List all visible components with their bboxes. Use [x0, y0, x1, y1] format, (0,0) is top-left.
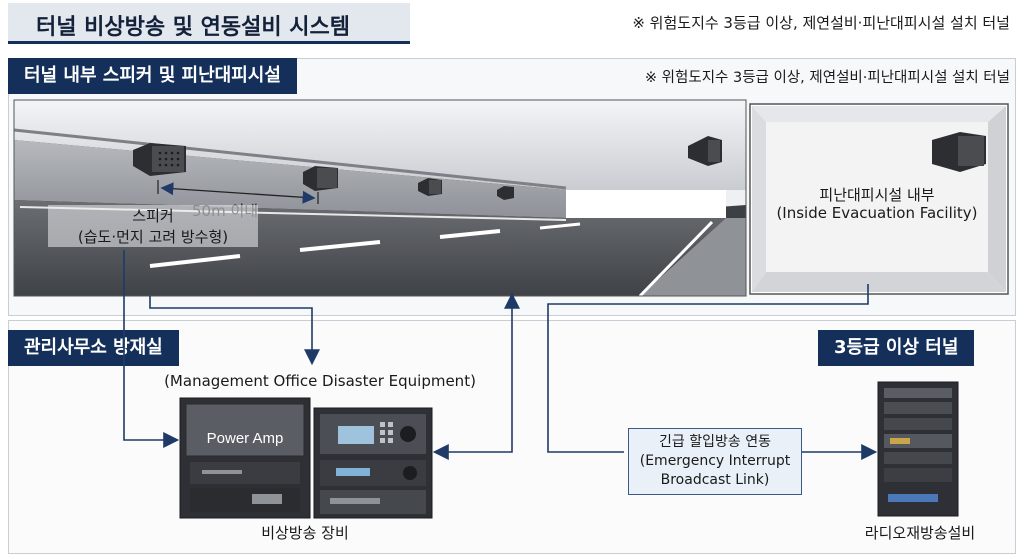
power-amp-rack [179, 397, 311, 519]
speaker-icon [688, 136, 722, 166]
connection-lines [123, 250, 878, 460]
speaker-sublabel: (습도·먼지 고려 방수형) [48, 226, 258, 247]
speaker-icon [133, 143, 186, 176]
radio-rack-label: 라디오재방송설비 [864, 524, 976, 542]
link-line-3: Broadcast Link) [660, 472, 770, 488]
link-line-2: (Emergency Interrupt [639, 453, 791, 469]
radio-rebroadcast-rack [877, 381, 959, 517]
page-title-bar: 터널 비상방송 및 연동설비 시스템 [8, 3, 410, 44]
radio-section-heading: 3등급 이상 터널 [818, 330, 975, 366]
evacuation-room-illustration [749, 103, 1009, 295]
spacing-dimension [157, 180, 319, 204]
office-subheading: (Management Office Disaster Equipment) [164, 372, 476, 390]
speaker-icon [418, 178, 442, 196]
speaker-label: 스피커 [48, 205, 258, 226]
broadcast-console-rack [313, 407, 433, 519]
speaker-icon [497, 186, 514, 200]
evacuation-label: 피난대피시설 내부 [819, 186, 935, 204]
tunnel-section-note: ※ 위험도지수 3등급 이상, 제연설비·피난대피시설 설치 터널 [644, 70, 1010, 86]
tunnel-section-heading: 터널 내부 스피커 및 피난대피시설 [8, 58, 297, 94]
equipment-label: 비상방송 장비 [261, 524, 349, 542]
evacuation-sublabel: (Inside Evacuation Facility) [776, 204, 978, 222]
page-title: 터널 비상방송 및 연동설비 시스템 [36, 15, 350, 40]
interrupt-link-box: 긴급 할입방송 연동 (Emergency Interrupt Broadcas… [628, 428, 802, 495]
power-amp-label: Power Amp [206, 430, 284, 447]
header-note: ※ 위험도지수 3등급 이상, 제연설비·피난대피시설 설치 터널 [632, 14, 1010, 32]
link-line-1: 긴급 할입방송 연동 [659, 434, 771, 450]
office-section-heading: 관리사무소 방재실 [8, 330, 179, 366]
